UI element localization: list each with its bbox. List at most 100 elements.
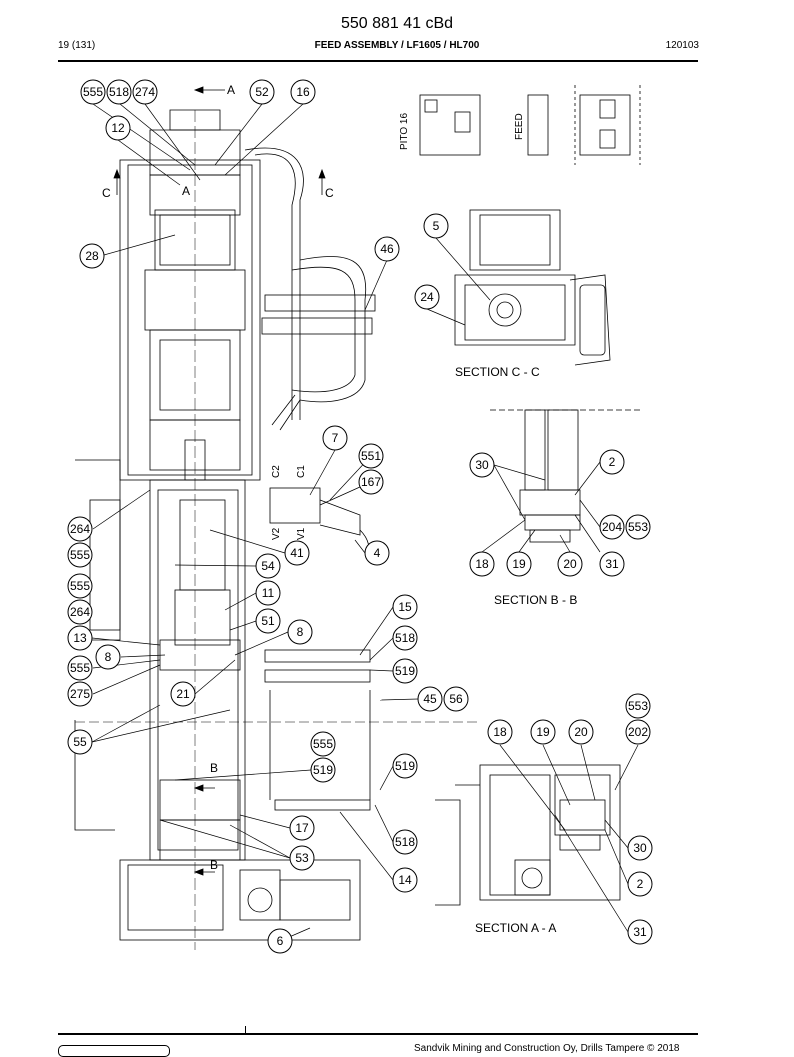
hose-marker-v2: V2 bbox=[271, 527, 282, 540]
callout-5: 5 bbox=[423, 213, 449, 239]
callout-54: 54 bbox=[255, 553, 281, 579]
svg-text:553: 553 bbox=[628, 699, 648, 713]
svg-text:519: 519 bbox=[313, 763, 333, 777]
svg-text:551: 551 bbox=[361, 449, 381, 463]
callout-2: 2 bbox=[627, 871, 653, 897]
callout-274: 274 bbox=[132, 79, 158, 105]
section-label-aa: SECTION A - A bbox=[475, 921, 556, 935]
svg-text:56: 56 bbox=[449, 692, 463, 706]
callout-52: 52 bbox=[249, 79, 275, 105]
callout-19: 19 bbox=[506, 551, 532, 577]
svg-text:204: 204 bbox=[602, 520, 622, 534]
svg-text:13: 13 bbox=[73, 631, 87, 645]
callout-551: 551 bbox=[358, 443, 384, 469]
footer-rule bbox=[58, 1033, 698, 1035]
callout-7: 7 bbox=[322, 425, 348, 451]
svg-text:31: 31 bbox=[605, 557, 619, 571]
svg-text:12: 12 bbox=[111, 121, 125, 135]
svg-text:518: 518 bbox=[395, 835, 415, 849]
svg-text:2: 2 bbox=[609, 455, 616, 469]
callout-56: 56 bbox=[443, 686, 469, 712]
callout-17: 17 bbox=[289, 815, 315, 841]
callout-46: 46 bbox=[374, 236, 400, 262]
svg-text:53: 53 bbox=[295, 851, 309, 865]
cut-letter-a-top: A bbox=[227, 83, 235, 97]
section-label-cc: SECTION C - C bbox=[455, 365, 540, 379]
callout-555: 555 bbox=[67, 542, 93, 568]
svg-text:41: 41 bbox=[290, 546, 304, 560]
callout-518: 518 bbox=[392, 625, 418, 651]
callout-555: 555 bbox=[80, 79, 106, 105]
svg-text:11: 11 bbox=[262, 586, 275, 600]
svg-text:4: 4 bbox=[374, 546, 381, 560]
page-number: 19 (131) bbox=[58, 40, 96, 51]
callout-13: 13 bbox=[67, 625, 93, 651]
svg-text:30: 30 bbox=[475, 458, 489, 472]
callout-19: 19 bbox=[530, 719, 556, 745]
svg-text:52: 52 bbox=[255, 85, 269, 99]
svg-text:14: 14 bbox=[398, 873, 412, 887]
svg-text:15: 15 bbox=[398, 600, 412, 614]
svg-text:8: 8 bbox=[297, 625, 304, 639]
callout-8: 8 bbox=[287, 619, 313, 645]
svg-text:21: 21 bbox=[176, 687, 190, 701]
cut-letter-b-top: B bbox=[210, 761, 218, 775]
callout-18: 18 bbox=[469, 551, 495, 577]
callout-4: 4 bbox=[364, 540, 390, 566]
svg-text:31: 31 bbox=[633, 925, 647, 939]
callout-12: 12 bbox=[105, 115, 131, 141]
svg-text:46: 46 bbox=[380, 242, 394, 256]
svg-text:202: 202 bbox=[628, 725, 648, 739]
svg-text:167: 167 bbox=[361, 475, 381, 489]
svg-text:7: 7 bbox=[332, 431, 339, 445]
svg-text:555: 555 bbox=[70, 579, 90, 593]
section-label-bb: SECTION B - B bbox=[494, 593, 577, 607]
callout-51: 51 bbox=[255, 608, 281, 634]
callout-555: 555 bbox=[67, 655, 93, 681]
svg-text:555: 555 bbox=[313, 737, 333, 751]
callout-31: 31 bbox=[599, 551, 625, 577]
callout-11: 11 bbox=[255, 580, 281, 606]
callout-553: 553 bbox=[625, 514, 651, 540]
callout-204: 204 bbox=[599, 514, 625, 540]
document-number: 550 881 41 cBd bbox=[340, 15, 454, 32]
svg-text:5: 5 bbox=[433, 219, 440, 233]
footer-copyright: Sandvik Mining and Construction Oy, Dril… bbox=[414, 1043, 680, 1054]
callout-14: 14 bbox=[392, 867, 418, 893]
svg-text:17: 17 bbox=[295, 821, 309, 835]
callout-518: 518 bbox=[392, 829, 418, 855]
callout-519: 519 bbox=[392, 658, 418, 684]
svg-text:264: 264 bbox=[70, 605, 90, 619]
svg-text:55: 55 bbox=[73, 735, 87, 749]
callout-264: 264 bbox=[67, 516, 93, 542]
svg-text:264: 264 bbox=[70, 522, 90, 536]
svg-text:6: 6 bbox=[277, 934, 284, 948]
svg-text:30: 30 bbox=[633, 841, 647, 855]
callout-555: 555 bbox=[310, 731, 336, 757]
callout-41: 41 bbox=[284, 540, 310, 566]
callout-2: 2 bbox=[599, 449, 625, 475]
svg-text:274: 274 bbox=[135, 85, 155, 99]
callout-553: 553 bbox=[625, 693, 651, 719]
hose-marker-c2: C2 bbox=[271, 465, 282, 478]
callout-45: 45 bbox=[417, 686, 443, 712]
callout-15: 15 bbox=[392, 594, 418, 620]
svg-text:555: 555 bbox=[83, 85, 103, 99]
svg-text:518: 518 bbox=[109, 85, 129, 99]
svg-text:519: 519 bbox=[395, 759, 415, 773]
callout-20: 20 bbox=[557, 551, 583, 577]
callout-53: 53 bbox=[289, 845, 315, 871]
svg-text:19: 19 bbox=[536, 725, 550, 739]
leader-lines bbox=[91, 103, 639, 942]
callout-31: 31 bbox=[627, 919, 653, 945]
callout-24: 24 bbox=[414, 284, 440, 310]
callout-519: 519 bbox=[392, 753, 418, 779]
svg-text:518: 518 bbox=[395, 631, 415, 645]
page-title: FEED ASSEMBLY / LF1605 / HL700 bbox=[314, 40, 480, 51]
svg-text:51: 51 bbox=[261, 614, 275, 628]
callout-bubbles: 555 518 274 52 16 12 28 46 5 24 7 551 16… bbox=[67, 79, 653, 954]
svg-text:19: 19 bbox=[512, 557, 526, 571]
document-date: 120103 bbox=[665, 40, 699, 51]
svg-text:555: 555 bbox=[70, 661, 90, 675]
